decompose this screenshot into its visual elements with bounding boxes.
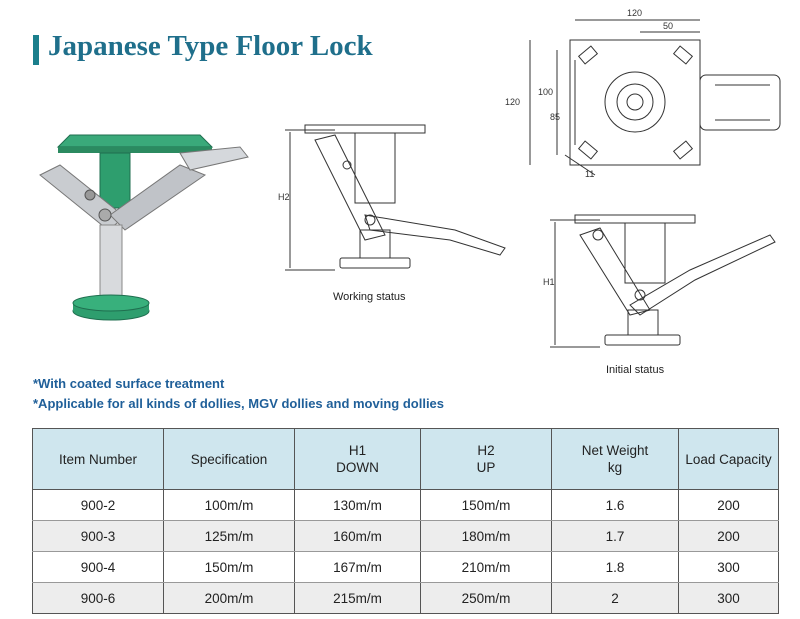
initial-status-caption: Initial status [606, 364, 665, 376]
cell-net-weight: 2 [551, 582, 679, 614]
table-row: 900-2 100m/m 130m/m 150m/m 1.6 200 [32, 489, 779, 521]
cell-item-number: 900-3 [32, 520, 164, 552]
header-load-capacity: Load Capacity [678, 428, 779, 490]
svg-text:120: 120 [627, 8, 642, 18]
note-applicable: *Applicable for all kinds of dollies, MG… [33, 396, 445, 411]
cell-specification: 100m/m [163, 489, 295, 521]
cell-h1: 130m/m [294, 489, 421, 521]
cell-specification: 200m/m [163, 582, 295, 614]
cell-h1: 167m/m [294, 551, 421, 583]
top-view-drawing: 120 50 120 100 85 11 [505, 8, 781, 179]
svg-text:50: 50 [663, 21, 673, 31]
page-title: Japanese Type Floor Lock [48, 30, 373, 62]
working-status-drawing: H2 [278, 124, 506, 271]
cell-item-number: 900-4 [32, 551, 164, 583]
cell-h1: 215m/m [294, 582, 421, 614]
svg-text:100: 100 [538, 87, 553, 97]
cell-load-capacity: 200 [678, 489, 779, 521]
table-row: 900-3 125m/m 160m/m 180m/m 1.7 200 [32, 520, 779, 552]
svg-text:11: 11 [585, 169, 594, 179]
cell-h2: 250m/m [420, 582, 552, 614]
cell-h2: 150m/m [420, 489, 552, 521]
cell-specification: 125m/m [163, 520, 295, 552]
cell-h2: 180m/m [420, 520, 552, 552]
cell-net-weight: 1.6 [551, 489, 679, 521]
table-row: 900-4 150m/m 167m/m 210m/m 1.8 300 [32, 551, 779, 583]
cell-load-capacity: 300 [678, 551, 779, 583]
svg-text:120: 120 [505, 97, 520, 107]
product-photo [39, 134, 249, 321]
cell-net-weight: 1.7 [551, 520, 679, 552]
cell-load-capacity: 300 [678, 582, 779, 614]
cell-h1: 160m/m [294, 520, 421, 552]
header-item-number: Item Number [32, 428, 164, 490]
title-accent-bar [33, 35, 39, 65]
note-coated: *With coated surface treatment [33, 376, 225, 391]
cell-item-number: 900-2 [32, 489, 164, 521]
cell-h2: 210m/m [420, 551, 552, 583]
cell-net-weight: 1.8 [551, 551, 679, 583]
working-status-caption: Working status [333, 291, 406, 303]
cell-specification: 150m/m [163, 551, 295, 583]
svg-text:85: 85 [550, 112, 560, 122]
table-row: 900-6 200m/m 215m/m 250m/m 2 300 [32, 582, 779, 614]
h1-label: H1 [543, 277, 555, 287]
h2-label: H2 [278, 192, 290, 202]
initial-status-drawing: H1 [543, 214, 776, 348]
cell-item-number: 900-6 [32, 582, 164, 614]
header-specification: Specification [163, 428, 295, 490]
cell-load-capacity: 200 [678, 520, 779, 552]
